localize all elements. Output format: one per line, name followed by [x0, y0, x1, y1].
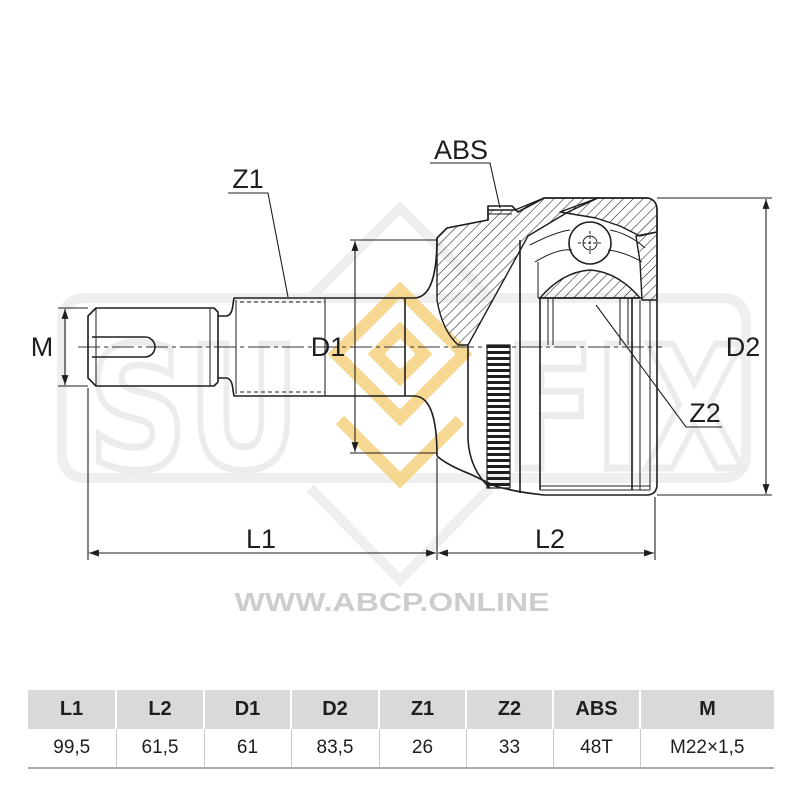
label-abs: ABS — [434, 135, 488, 165]
dimensions — [58, 197, 772, 560]
header-d1: D1 — [204, 690, 292, 729]
spec-value-row: 99,5 61,5 61 83,5 26 33 48T M22×1,5 — [28, 729, 774, 769]
bell-section-hatch — [436, 197, 599, 346]
header-z2: Z2 — [466, 690, 554, 729]
logo-diamond-lower — [335, 415, 465, 489]
label-d2: D2 — [726, 332, 761, 362]
inner-race-dome — [539, 269, 641, 299]
inner-race — [538, 269, 651, 491]
bell-inner-lower — [467, 345, 491, 489]
value-l1: 99,5 — [28, 729, 117, 769]
label-z1: Z1 — [232, 164, 264, 194]
ball-cage — [529, 221, 646, 298]
z2-leader — [595, 304, 722, 428]
header-d2: D2 — [291, 690, 380, 729]
header-abs: ABS — [553, 690, 641, 729]
watermark-text-right: FIX — [505, 311, 745, 509]
value-l2: 61,5 — [116, 729, 205, 769]
stub-slot — [92, 336, 156, 358]
value-d1: 61 — [204, 729, 292, 769]
outer-race-lip-hatch — [635, 231, 658, 301]
shaft — [218, 237, 438, 457]
site-watermark-text: WWW.ABCP.ONLINE — [235, 587, 550, 617]
shaft-stub — [87, 307, 219, 387]
abs-ring-teeth — [486, 344, 511, 489]
shaft-bottom-edge — [218, 377, 405, 397]
value-d2: 83,5 — [291, 729, 380, 769]
bell-housing — [436, 197, 658, 496]
header-z1: Z1 — [379, 690, 467, 729]
shaft-top-edge — [218, 297, 405, 317]
label-l2: L2 — [535, 524, 565, 554]
header-l2: L2 — [116, 690, 205, 729]
watermark-chevron-bottom — [306, 484, 494, 588]
ball — [568, 221, 612, 265]
leaders — [228, 162, 722, 428]
z1-leader — [228, 192, 289, 298]
cage-line-2 — [609, 229, 646, 249]
outer-race-hatch — [559, 197, 658, 237]
stub-outline — [87, 307, 219, 387]
spec-table: L1 L2 D1 D2 Z1 Z2 ABS M 99,5 61,5 61 83,… — [28, 690, 774, 769]
logo-diamond-inner — [367, 321, 433, 387]
abs-leader — [430, 162, 501, 209]
header-l1: L1 — [28, 690, 117, 729]
cage-line-3 — [534, 249, 573, 263]
value-m: M22×1,5 — [640, 729, 774, 769]
stem-fillet-bottom — [405, 395, 438, 457]
spec-header-row: L1 L2 D1 D2 Z1 Z2 ABS M — [28, 690, 774, 729]
label-z2: Z2 — [689, 398, 721, 428]
cage-line-4 — [607, 249, 643, 263]
watermark-text-left: SU — [88, 311, 300, 509]
value-z2: 33 — [466, 729, 554, 769]
value-abs: 48T — [553, 729, 641, 769]
label-d1: D1 — [311, 332, 346, 362]
label-m: M — [31, 332, 54, 362]
cv-joint-drawing: SU FIX WWW.ABCP.ONLINE — [31, 135, 772, 617]
labels: ABS Z1 M D1 D2 Z2 L1 L2 — [31, 135, 761, 554]
cage-line-1 — [529, 229, 571, 246]
header-m: M — [640, 690, 774, 729]
label-l1: L1 — [246, 524, 276, 554]
value-z1: 26 — [379, 729, 467, 769]
